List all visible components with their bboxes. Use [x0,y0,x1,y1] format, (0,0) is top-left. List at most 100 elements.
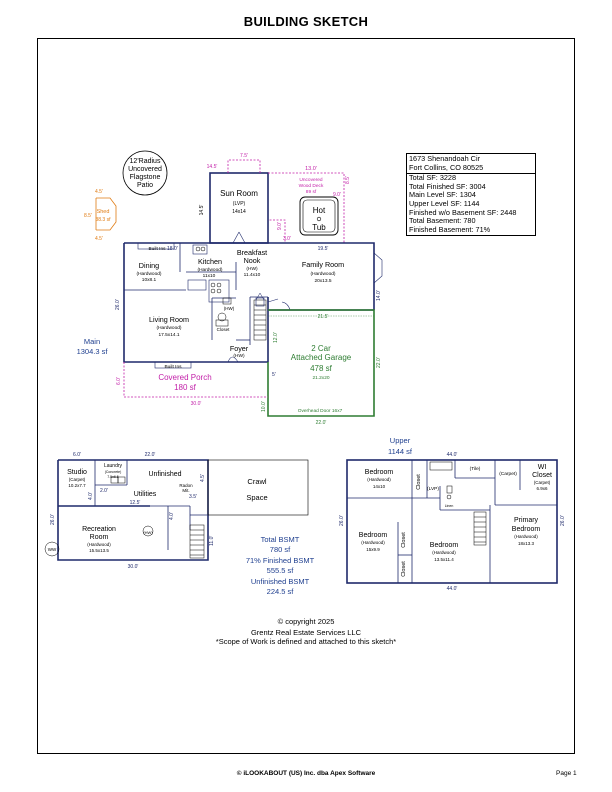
software-brand: © iLOOKABOUT (US) Inc. dba Apex Software [236,770,376,777]
rec-l1: Recreation [82,526,116,533]
foyer-floor: (HW) [233,353,245,359]
step-box [255,297,265,307]
builtins-bottom: Built Ins [164,364,182,370]
garage-door: Overhead Door 16x7 [298,408,343,414]
basement-interior [94,460,208,550]
dim-sun-side: 14.5' [199,205,205,216]
living-floor: (Hardwood) [156,325,181,331]
patio-line3: Flagstone [130,174,161,181]
bsmt-summary-0: Total BSMT [261,535,300,544]
summary-box: 1673 Shenandoah Cir Fort Collins, CO 805… [406,153,536,237]
garage-l2: Attached Garage [291,353,352,362]
laundry-name: Laundry [104,463,123,469]
main-stairs [253,292,267,341]
deck-l3: 89 sf [306,189,317,195]
bed1-floor: (Hardwood) [367,477,391,482]
page-title: BUILDING SKETCH [243,14,369,29]
scope-note: *Scope of Work is defined and attached t… [215,637,397,646]
rec-l2: Room [90,534,109,541]
garage-walls [267,309,375,417]
patio-line2: Uncovered [128,166,162,173]
bdim-mid: 12.5' [130,500,141,506]
family-floor: (Hardwood) [310,271,335,277]
bed3-size: 13.5x11.4 [434,557,454,562]
covered-porch [123,362,268,398]
sunroom-name: Sun Room [220,189,258,198]
upper-lvp: (LVP) [427,486,439,492]
upper-carpet: (Carpet) [499,471,517,477]
laundry-size: 7.5x6.5 [107,475,119,479]
dining-floor: (Hardwood) [136,271,161,277]
upper-fixtures [429,461,487,546]
upper-closet-3: Closet [401,561,407,577]
bed3-floor: (Hardwood) [432,550,456,555]
bdim-top2: 22.0' [145,452,156,458]
upper-walls [346,459,558,584]
dim-gar-right: 22.0' [376,357,382,368]
sunroom-floor: (LVP) [233,201,246,207]
bdim-d: 4.0' [88,492,94,500]
bsmt-summary-3: 555.5 sf [267,566,295,575]
bsmt-summary-5: 224.5 sf [267,587,295,596]
interior-walls [124,242,268,369]
dim-sun-top: 7.5' [240,153,248,159]
door-swings [227,231,383,363]
primary-l2: Bedroom [512,526,541,533]
dim-gar-top: 21.5' [318,314,329,320]
dim-gar-left: 12.0' [273,332,279,343]
utilities-label: Utilities [134,491,157,498]
hottub-l1: Hot [313,206,326,215]
address-block: 1673 Shenandoah Cir Fort Collins, CO 805… [407,154,535,175]
shed-name: Shed [97,209,110,215]
patio-line1: 12'Radius [130,158,161,165]
garage-area: 478 sf [310,364,333,373]
hot-tub: Hot Tub [299,196,339,236]
studio-size: 10.2x7.7 [68,483,86,488]
patio: 12'Radius Uncovered Flagstone Patio [122,150,168,196]
bed2-floor: (Hardwood) [361,540,385,545]
dim-fam-right: 14.0' [376,290,382,301]
living-size: 17.5x14.1 [158,332,179,338]
hottub-l2: Tub [312,223,326,232]
family-size: 20x13.5 [314,278,331,284]
wood-deck [227,159,345,244]
udim-top: 44.0' [447,452,458,458]
bed2-size: 15x9.9 [366,547,380,552]
page-number: Page 1 [556,770,577,777]
copyright-text: © copyright 2025 [277,617,335,626]
patio-line4: Patio [137,182,153,189]
bed3-name: Bedroom [430,542,459,549]
upper-linen: Linen [445,504,454,508]
summary-line: Total Basement: 780 [409,216,476,226]
porch-area: 180 sf [174,383,197,392]
bed1-size: 14x10 [373,484,386,489]
address-line2: Fort Collins, CO 80525 [409,162,484,172]
dim-porch-bottom: 30.0' [191,401,202,407]
main-level-label: Main [84,337,100,346]
laundry-floor: (Concrete) [105,470,122,474]
kitchen-appliances [195,246,232,327]
dim-deck-c: 9.0' [277,222,283,230]
bdim-a: 3.5' [189,494,197,500]
main-hw-label: (HW) [224,306,235,311]
dim-left: 26.0' [115,299,121,310]
primary-l1: Primary [514,517,539,524]
deck-l2: Wood Deck [299,183,324,189]
garage-size: 21.2x20 [312,375,329,381]
studio-name: Studio [67,469,87,476]
udim-left: 26.0' [339,515,345,526]
crawl-l2: Space [246,493,267,502]
ww-label: WW [48,547,57,552]
dining-name: Dining [139,261,159,270]
basement-walls [57,459,209,561]
summary-line: Total SF: 3228 [409,173,457,183]
dim-sun-left: 14.5' [207,164,218,170]
garage-l1: 2 Car [311,344,331,353]
kitchen-name: Kitchen [198,257,222,266]
udim-bottom: 44.0' [447,586,458,592]
upper-area: 1144 sf [388,447,413,456]
studio-floor: (Carpet) [69,477,86,482]
sunroom-size: 14x14 [232,209,246,215]
radon-l1: Radon [179,483,193,488]
